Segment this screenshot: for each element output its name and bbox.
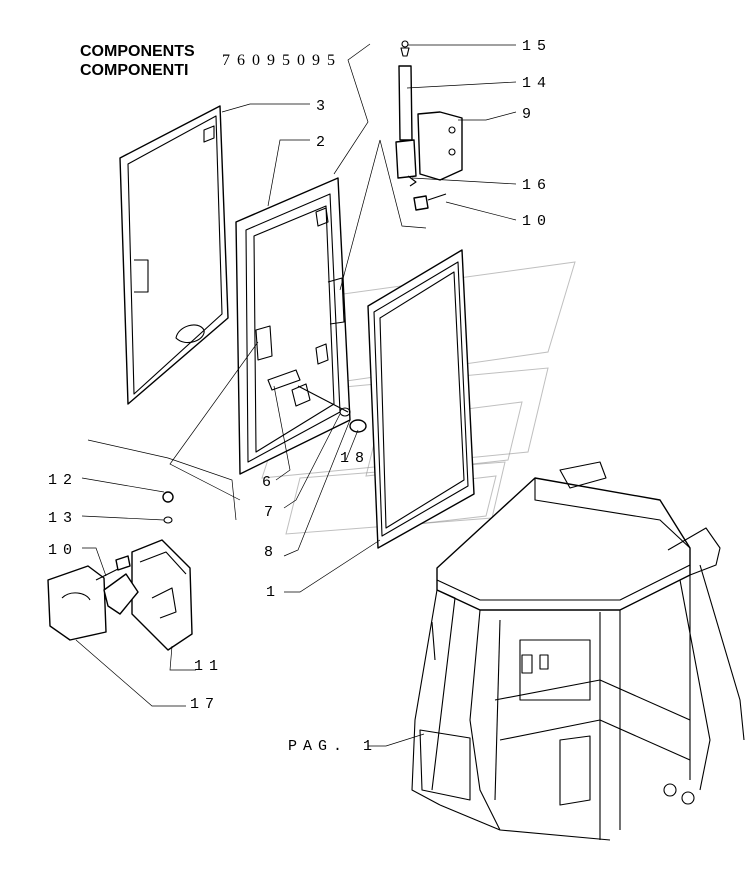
callout-2: 2: [316, 134, 331, 151]
callout-14: 14: [522, 75, 552, 92]
callout-7: 7: [264, 504, 279, 521]
door-frame-part-2: [235, 177, 351, 475]
callout-10-top: 10: [522, 213, 552, 230]
part-code: 76095095: [222, 52, 342, 69]
header-components: COMPONENTS: [80, 43, 195, 60]
glass-pane-part-3: [119, 105, 229, 405]
callout-17: 17: [190, 696, 220, 713]
latch-assembly: [47, 491, 193, 651]
callout-18: 18: [340, 450, 370, 467]
callout-12: 12: [48, 472, 78, 489]
callout-16: 16: [522, 177, 552, 194]
callout-13: 13: [48, 510, 78, 527]
callout-9: 9: [522, 106, 537, 123]
callout-11: 11: [194, 658, 224, 675]
pin-assembly: [297, 385, 367, 433]
page-reference: PAG. 1: [288, 738, 378, 755]
cab-frame: [411, 461, 745, 841]
callout-labels: 15 14 9 16 10 3 2 18 6 7 8 1 12 13 10 11…: [48, 38, 552, 755]
hinge-assembly: [395, 40, 463, 211]
gasket-part-1: [367, 249, 475, 549]
callout-1: 1: [266, 584, 281, 601]
header-componenti: COMPONENTI: [80, 62, 189, 79]
callout-15: 15: [522, 38, 552, 55]
callout-6: 6: [262, 474, 277, 491]
callout-3: 3: [316, 98, 331, 115]
leader-lines: [75, 43, 517, 747]
callout-8: 8: [264, 544, 279, 561]
callout-10-bottom: 10: [48, 542, 78, 559]
